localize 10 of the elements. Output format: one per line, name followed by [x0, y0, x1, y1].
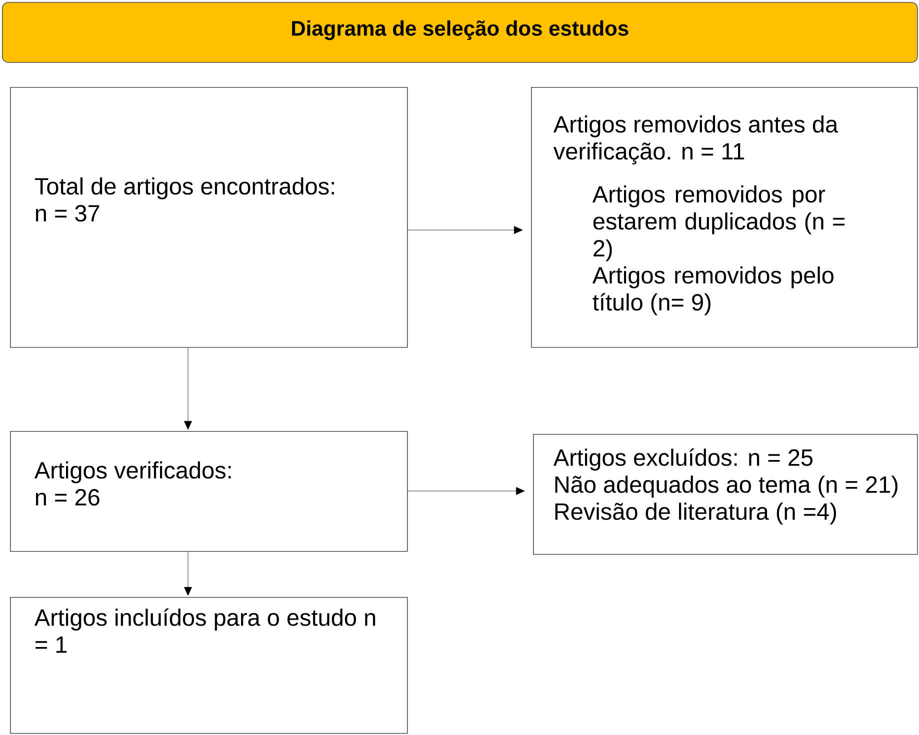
arrow [408, 226, 523, 234]
process-box: Artigos excluídos: n = 25 Não adequados ao tema (n = 21) Revisão de literatura (n =4) [533, 434, 918, 555]
process-box: Artigos incluídos para o estudo n = 1 [10, 597, 408, 734]
process-box: Artigos verificados: n = 26 [10, 431, 408, 552]
process-box: Artigos removidos antes da verificação. n = 11 Artigos removidos por estarem duplicados (n = 2) Artigos removidos pelo título (n= 9) [531, 87, 918, 348]
title-banner: Diagrama de seleção dos estudos [2, 2, 918, 63]
process-box: Total de artigos encontrados: n = 37 [10, 87, 408, 348]
arrow [184, 552, 192, 596]
arrow [408, 487, 525, 495]
arrow [184, 348, 192, 430]
